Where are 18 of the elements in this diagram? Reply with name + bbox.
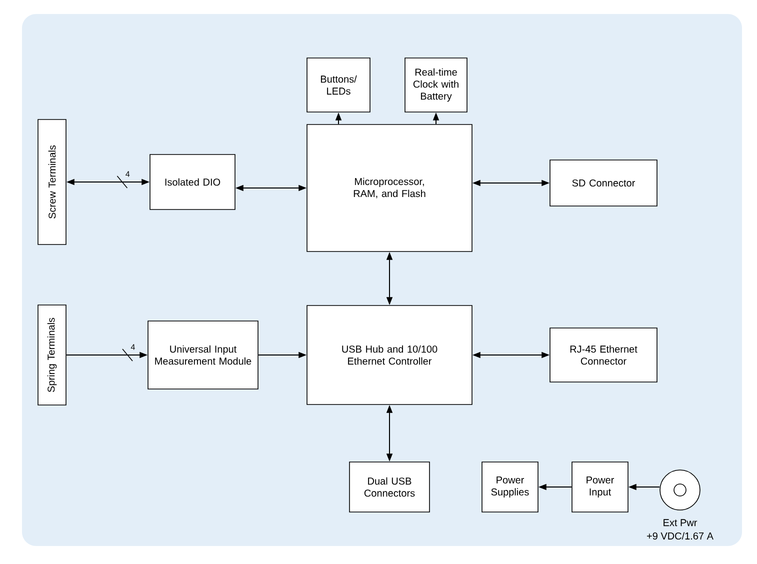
block-box: SD Connector	[550, 160, 658, 206]
edge-label: 4	[126, 171, 130, 177]
block-box: Universal Input Measurement Module	[148, 320, 258, 390]
terminal-block: Spring Terminals	[38, 304, 66, 406]
caption-text: Ext Pwr	[664, 519, 698, 526]
edge-label: 4	[130, 344, 135, 350]
caption-text: +9 VDC/1.67 A	[647, 532, 714, 540]
block-box: Microprocessor, RAM, and Flash	[306, 124, 472, 252]
block-box: Power Input	[572, 462, 628, 512]
connector-jack	[660, 470, 700, 510]
block-box: RJ-45 Ethernet Connector	[550, 328, 658, 382]
block-box: Power Supplies	[482, 462, 538, 512]
block-box: Dual USB Connectors	[349, 462, 430, 512]
block-box: USB Hub and 10/100 Ethernet Controller	[306, 305, 472, 405]
block-box: Real-time Clock with Battery	[404, 58, 468, 112]
block-box: Isolated DIO	[150, 154, 236, 210]
block-box: Buttons/ LEDs	[306, 58, 370, 112]
terminal-block: Screw Terminals	[38, 119, 66, 245]
